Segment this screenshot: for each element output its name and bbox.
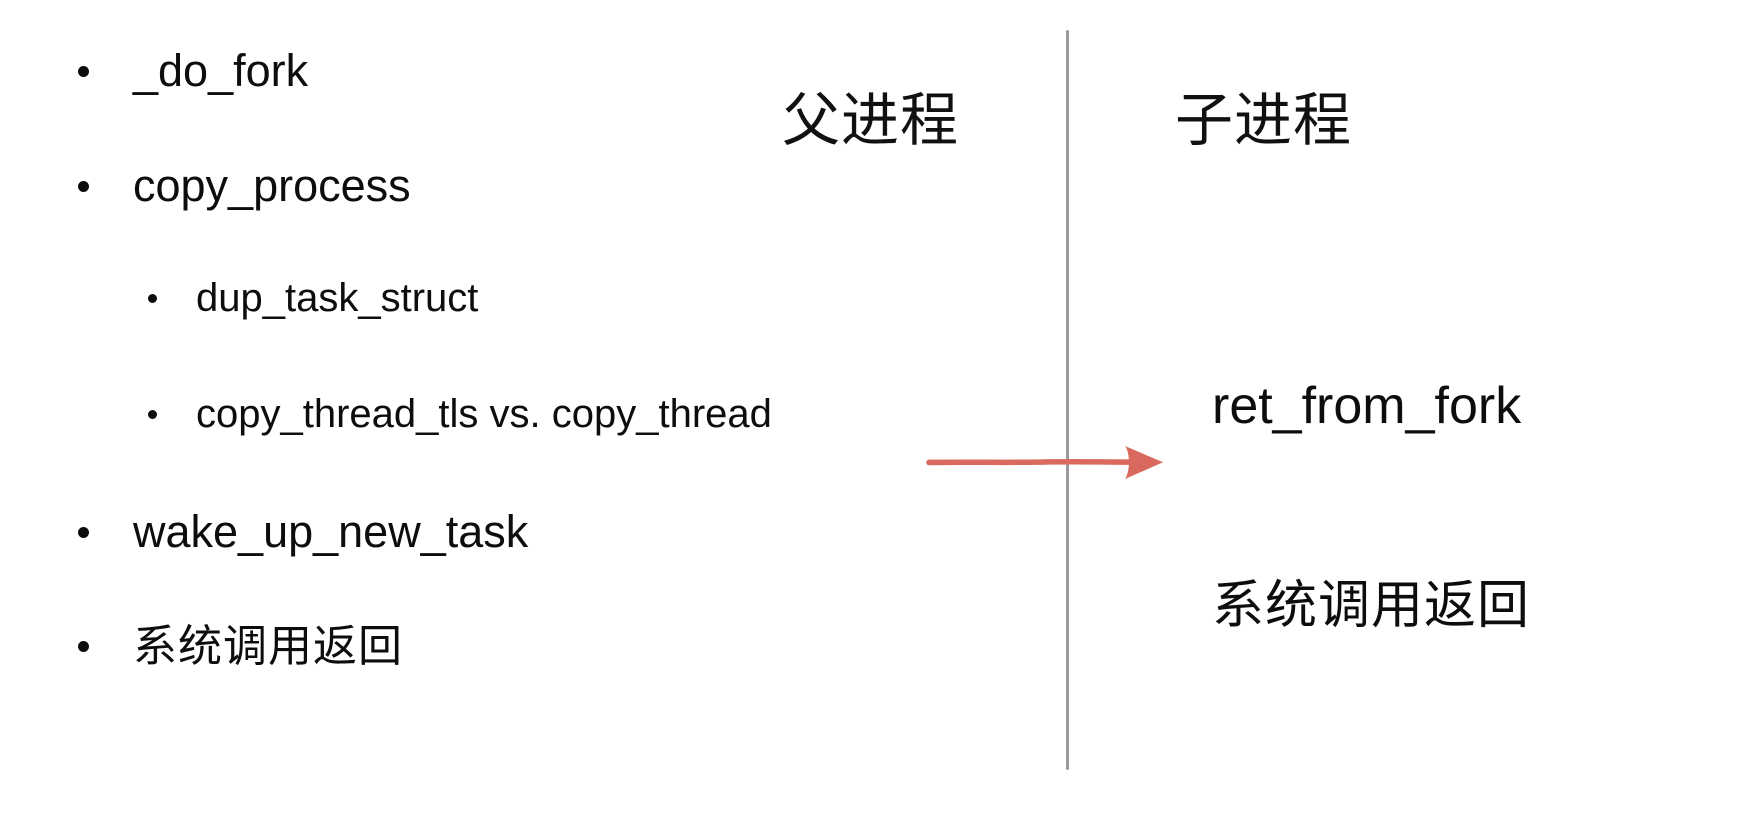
outline-item-label: 系统调用返回 [133, 622, 403, 671]
process-divider-line [1066, 30, 1069, 770]
outline-item-label: dup_task_struct [196, 276, 479, 320]
child-item-ret-from-fork: ret_from_fork [1212, 377, 1522, 435]
child-process-heading: 子进程 [1175, 88, 1353, 153]
flow-arrow-icon [926, 446, 1163, 479]
outline-item-label: copy_process [133, 160, 411, 211]
outline-item-label: _do_fork [133, 45, 309, 96]
outline-item-label: wake_up_new_task [133, 506, 529, 557]
bullet-dot-icon [148, 294, 157, 303]
outline-item-copy-thread-tls: copy_thread_tls vs. copy_thread [148, 394, 772, 434]
outline-item-do-fork: _do_fork [78, 48, 308, 93]
parent-process-heading: 父进程 [782, 88, 960, 153]
outline-item-wake-up-new-task: wake_up_new_task [78, 509, 528, 554]
bullet-dot-icon [78, 641, 89, 652]
bullet-dot-icon [78, 66, 89, 77]
bullet-dot-icon [148, 410, 157, 419]
bullet-dot-icon [78, 527, 89, 538]
outline-item-dup-task-struct: dup_task_struct [148, 278, 478, 318]
outline-item-copy-process: copy_process [78, 163, 411, 208]
bullet-dot-icon [78, 181, 89, 192]
outline-item-syscall-return: 系统调用返回 [78, 625, 403, 669]
outline-item-label: copy_thread_tls vs. copy_thread [196, 392, 772, 436]
child-item-syscall-return: 系统调用返回 [1212, 577, 1531, 635]
